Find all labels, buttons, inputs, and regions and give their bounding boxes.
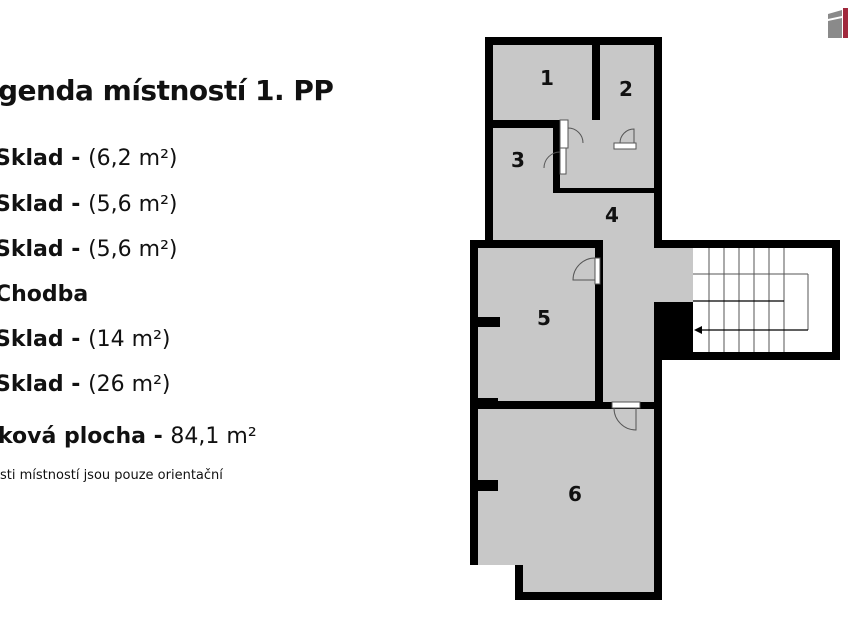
room-6-floor [478,409,654,592]
legend-title: genda místností 1. PP [0,74,334,107]
legend-item-5: Sklad - (14 m²) [0,327,171,352]
legend-item-4: Chodba [0,282,89,307]
stair-arrow-icon [694,326,702,334]
total-area: ková plocha - 84,1 m² [0,424,257,449]
legend-item-1: Sklad - (6,2 m²) [0,146,178,171]
room-label-1: 1 [540,66,554,90]
room-label-6: 6 [568,482,582,506]
room-label-4: 4 [605,203,619,227]
stairs [693,248,832,352]
room-4-floor [548,120,693,402]
room-3-floor [493,128,553,240]
legend-item-2: Sklad - (5,6 m²) [0,192,178,217]
legend-item-3: Sklad - (5,6 m²) [0,237,178,262]
doors [543,119,641,431]
legend-note: sti místností jsou pouze orientační [0,468,223,483]
room-label-3: 3 [511,148,525,172]
legend-item-6: Sklad - (26 m²) [0,372,171,397]
room-label-2: 2 [619,77,633,101]
brand-logo [828,8,848,38]
room-1-floor [493,45,592,120]
room-label-5: 5 [537,306,551,330]
